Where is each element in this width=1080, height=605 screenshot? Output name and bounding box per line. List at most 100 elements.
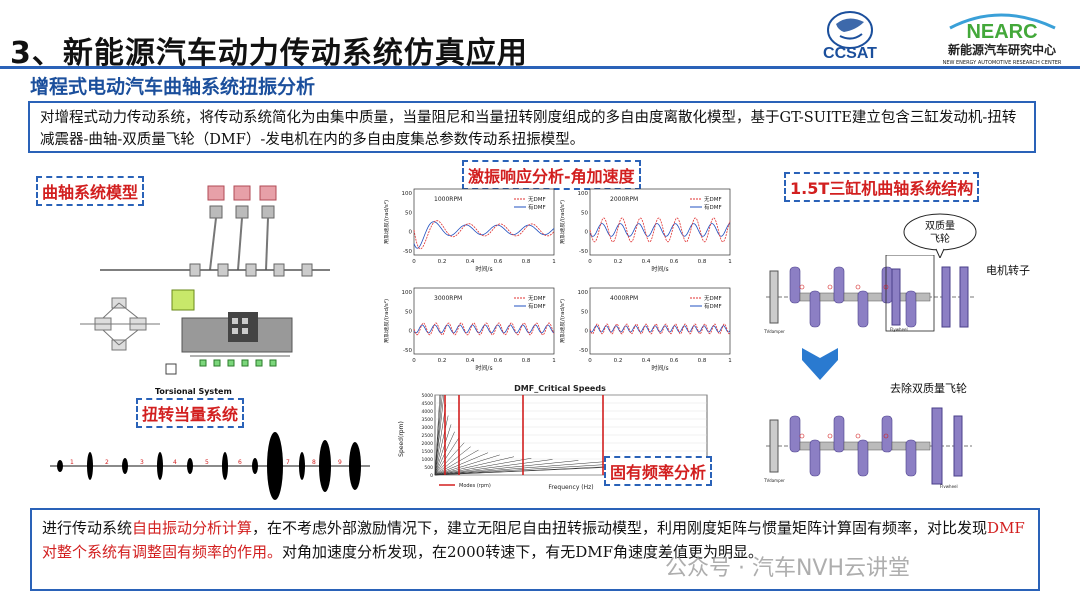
marker-point	[855, 433, 861, 439]
order-line	[434, 449, 479, 476]
remove-dmf-label: 去除双质量飞轮	[890, 382, 967, 395]
curve-no-dmf	[589, 217, 731, 243]
response-xlabel: 时间/s	[475, 364, 492, 372]
nearc-mark: NEARC	[966, 21, 1037, 43]
crank-web	[809, 290, 821, 328]
response-ytick: 0	[585, 329, 589, 335]
response-ytick: 50	[581, 210, 588, 216]
marker-point	[799, 284, 805, 290]
intro-text: 对增程式动力传动系统，将传动系统简化为由集中质量，当量阻尼和当量扭转刚度组成的多…	[40, 110, 1017, 148]
response-ylabel: 角加速度/(rad/s²)	[560, 299, 566, 343]
campbell-legend: Modes (rpm)	[459, 483, 491, 489]
rotor-disc	[959, 266, 969, 328]
plot-frame	[589, 188, 731, 256]
order-line	[434, 452, 489, 476]
marker-point	[799, 433, 805, 439]
rpm-label: 4000RPM	[610, 295, 638, 302]
plot-frame	[589, 287, 731, 355]
intro-box: 对增程式动力传动系统，将传动系统简化为由集中质量，当量阻尼和当量扭转刚度组成的多…	[28, 101, 1036, 153]
flywheel-label: Flywheel	[940, 484, 958, 488]
legend-no-dmf: 无DMF	[528, 196, 546, 203]
legend-no-dmf: 无DMF	[528, 295, 546, 302]
svg-text:5: 5	[205, 459, 209, 466]
response-xtick: 0.8	[522, 259, 531, 265]
response-ylabel: 角加速度/(rad/s²)	[560, 200, 566, 244]
nearc-en: NEW ENERGY AUTOMOTIVE RESEARCH CENTER	[943, 60, 1062, 66]
rotor-disc	[941, 266, 951, 328]
response-xtick: 0.8	[698, 358, 707, 364]
response-xtick: 0	[412, 259, 416, 265]
rotor-disc	[953, 415, 963, 477]
crank-journal	[915, 441, 931, 451]
response-xlabel: 时间/s	[651, 364, 668, 372]
response-ytick: 0	[585, 230, 589, 236]
campbell-ytick: 500	[424, 465, 433, 471]
response-xtick: 0	[588, 259, 592, 265]
legend-dmf: 有DMF	[704, 203, 722, 211]
crank-journal	[867, 292, 883, 302]
down-arrow-icon	[800, 344, 840, 384]
response-ytick: 100	[402, 290, 413, 296]
natural-freq-label: 固有频率分析	[604, 456, 713, 486]
response-xlabel: 时间/s	[651, 265, 668, 273]
campbell-ytick: 4000	[422, 409, 434, 415]
conclusion-text-1: 进行传动系统	[42, 519, 133, 537]
response-xtick: 0.2	[438, 358, 447, 364]
response-xtick: 0.6	[494, 259, 503, 265]
response-ytick: 100	[402, 191, 413, 197]
svg-text:2: 2	[105, 459, 109, 466]
campbell-ytick: 5000	[422, 393, 434, 399]
section-subtitle: 增程式电动汽车曲轴系统扭振分析	[30, 76, 316, 98]
curve-dmf	[413, 221, 555, 249]
rpm-label: 1000RPM	[434, 196, 462, 203]
flywheel	[931, 407, 943, 485]
campbell-ytick: 2000	[422, 441, 434, 447]
response-xtick: 0.8	[698, 259, 707, 265]
legend-dmf: 有DMF	[704, 302, 722, 310]
marker-point	[827, 433, 833, 439]
crank-journal	[867, 441, 883, 451]
conclusion-highlight-2: DMF对整个系统有调整固有频率的作用。	[42, 519, 1025, 561]
tvdamper-label: TVdamper	[763, 329, 785, 334]
curve-no-dmf	[413, 220, 555, 250]
response-ytick: 50	[405, 309, 412, 315]
crank-web	[857, 290, 869, 328]
crank-model-diagram	[40, 178, 370, 390]
motor-rotor-label: 电机转子	[986, 264, 1030, 277]
order-line	[434, 394, 443, 476]
dmf-bubble: 双质量 飞轮	[900, 212, 980, 260]
response-ytick: -50	[403, 249, 412, 255]
svg-text:1: 1	[70, 459, 74, 466]
response-xtick: 1	[552, 259, 556, 265]
response-xtick: 1	[728, 259, 732, 265]
order-line	[434, 446, 471, 476]
page-title: 3、新能源汽车动力传动系统仿真应用	[10, 36, 528, 71]
response-xtick: 0.4	[642, 259, 651, 265]
response-xtick: 1	[552, 358, 556, 364]
marker-point	[855, 284, 861, 290]
crank-web	[789, 266, 801, 304]
response-ytick: 0	[409, 230, 413, 236]
response-ytick: -50	[403, 348, 412, 354]
crank-web	[789, 415, 801, 453]
svg-text:8: 8	[312, 459, 316, 466]
response-xtick: 0.4	[642, 358, 651, 364]
response-ylabel: 角加速度/(rad/s²)	[384, 200, 390, 244]
response-xtick: 0	[412, 358, 416, 364]
response-ylabel: 角加速度/(rad/s²)	[384, 299, 390, 343]
cylinder-icon	[207, 185, 277, 271]
crank-journal	[891, 441, 907, 451]
campbell-title: DMF_Critical Speeds	[514, 384, 606, 393]
header-divider	[0, 66, 1080, 69]
campbell-ytick: 1000	[422, 457, 434, 463]
tvdamper-label: TVdamper	[763, 478, 785, 483]
campbell-xlabel: Frequency (Hz)	[548, 484, 593, 491]
dmf-bubble-line2: 飞轮	[930, 232, 950, 245]
curve-no-dmf	[589, 323, 731, 335]
crank-web	[833, 415, 845, 453]
order-line	[434, 404, 447, 476]
response-ytick: 50	[405, 210, 412, 216]
